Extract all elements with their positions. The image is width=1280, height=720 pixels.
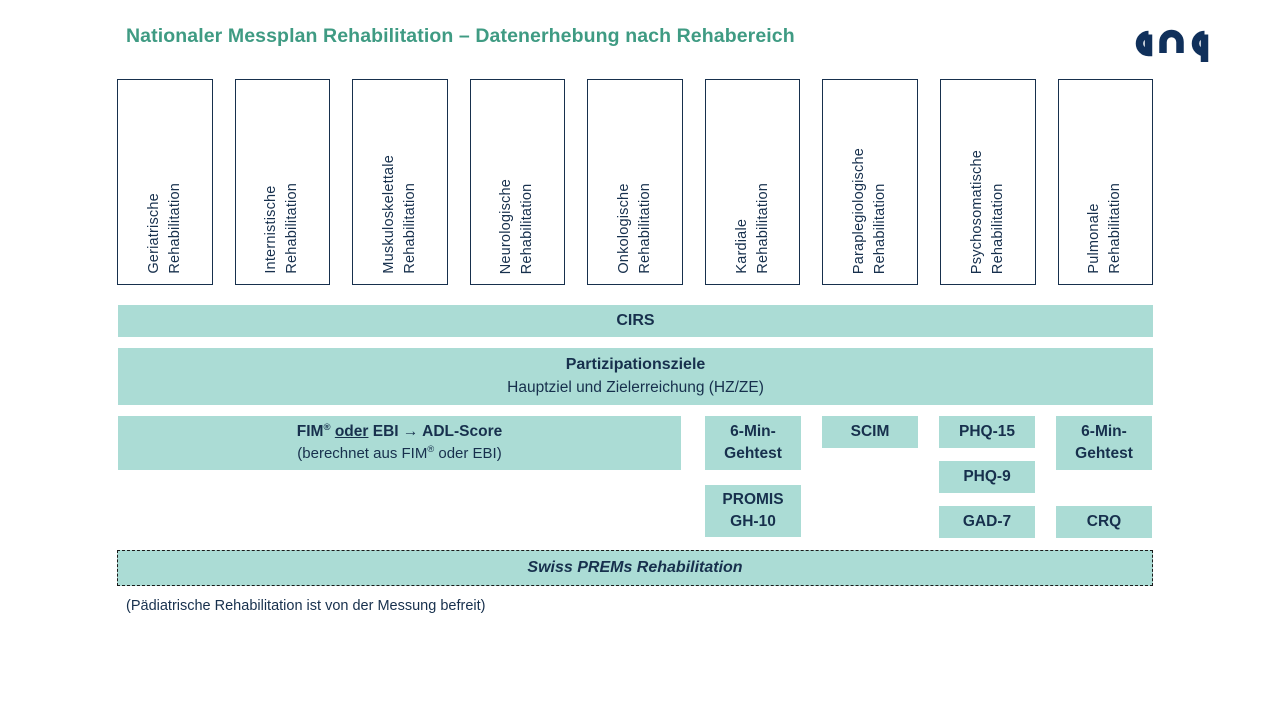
rehab-area-label: Muskuloskelettale Rehabilitation [380,155,418,274]
fim-sub-post: oder EBI) [434,445,502,463]
rehab-area-internistische[interactable]: Internistische Rehabilitation [234,79,331,285]
rehab-area-geriatrische[interactable]: Geriatrische Rehabilitation [117,79,213,285]
band-cirs: CIRS [118,305,1153,337]
rehab-area-label: Onkologische Rehabilitation [616,183,654,274]
anq-logo [1127,18,1223,66]
band-partizipationsziele-title: Partizipationsziele [565,356,706,374]
instrument-6-min-gehtest-kardial[interactable]: 6-Min- Gehtest [705,416,801,470]
rehab-area-label: Internistische Rehabilitation [263,183,301,274]
instrument-label: PHQ-9 [963,468,1011,485]
instrument-crq[interactable]: CRQ [1056,506,1152,538]
instrument-label: 6-Min- Gehtest [724,423,782,462]
band-swiss-prems-label: Swiss PREMs Rehabilitation [527,559,743,576]
band-swiss-prems: Swiss PREMs Rehabilitation [117,550,1153,586]
rehab-area-label: Psychosomatische Rehabilitation [968,149,1006,274]
registered-icon: ® [427,444,435,455]
instrument-phq-15[interactable]: PHQ-15 [939,416,1035,448]
rehab-area-paraplegiologische[interactable]: Paraplegiologische Rehabilitation [822,79,918,285]
registered-icon: ® [323,421,331,433]
instrument-label: CRQ [1086,513,1122,530]
fim-text: FIM [296,422,324,440]
instrument-label: SCIM [850,423,890,440]
instrument-scim[interactable]: SCIM [822,416,918,448]
instrument-label: PROMIS GH-10 [722,491,784,530]
fim-title-rest: EBI → ADL-Score [368,422,503,440]
instrument-phq-9[interactable]: PHQ-9 [939,461,1035,493]
instrument-label: 6-Min- Gehtest [1075,423,1133,462]
rehab-area-label: Pulmonale Rehabilitation [1086,183,1124,274]
band-fim-adl-score: FIM® oder EBI → ADL-Score (berechnet aus… [118,416,681,470]
band-partizipationsziele-subtitle: Hauptziel und Zielerreichung (HZ/ZE) [507,378,764,396]
rehab-area-label: Kardiale Rehabilitation [733,183,771,274]
footnote: (Pädiatrische Rehabilitation ist von der… [126,598,486,614]
band-fim-subtitle: (berechnet aus FIM® oder EBI) [297,443,501,465]
rehab-area-pulmonale[interactable]: Pulmonale Rehabilitation [1057,79,1154,285]
rehab-area-label: Paraplegiologische Rehabilitation [851,147,889,274]
fim-oder: oder [334,422,369,440]
band-cirs-label: CIRS [616,312,655,329]
band-partizipationsziele: Partizipationsziele Hauptziel und Zieler… [118,348,1153,405]
rehab-area-columns: Geriatrische Rehabilitation Internistisc… [117,79,1154,285]
page-title: Nationaler Messplan Rehabilitation – Dat… [126,25,795,47]
rehab-area-kardiale[interactable]: Kardiale Rehabilitation [704,79,801,285]
instrument-label: PHQ-15 [959,423,1015,440]
instrument-gad-7[interactable]: GAD-7 [939,506,1035,538]
rehab-area-label: Geriatrische Rehabilitation [145,183,183,274]
fim-sub-pre: (berechnet aus FIM [297,445,428,463]
instrument-promis-gh-10[interactable]: PROMIS GH-10 [705,485,801,537]
rehab-area-label: Neurologische Rehabilitation [498,178,536,274]
band-fim-title: FIM® oder EBI → ADL-Score [297,421,502,443]
rehab-area-onkologische[interactable]: Onkologische Rehabilitation [587,79,683,285]
rehab-area-psychosomatische[interactable]: Psychosomatische Rehabilitation [939,79,1036,285]
instrument-label: GAD-7 [962,513,1012,530]
rehab-area-muskuloskelettale[interactable]: Muskuloskelettale Rehabilitation [352,79,448,285]
instrument-6-min-gehtest-pulmonal[interactable]: 6-Min- Gehtest [1056,416,1152,470]
rehab-area-neurologische[interactable]: Neurologische Rehabilitation [469,79,566,285]
